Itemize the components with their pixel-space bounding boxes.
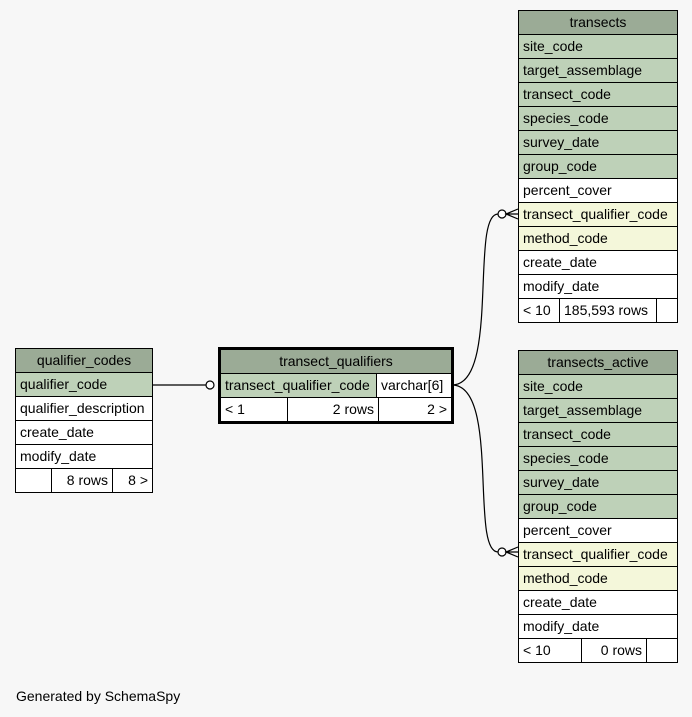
footer-right [657,299,677,322]
footer-right [647,639,677,662]
column-qualifier-description[interactable]: qualifier_description [16,397,152,421]
column-transect-qualifier-code[interactable]: transect_qualifier_code [519,543,677,567]
crowfoot-icon [504,546,519,558]
column-method-code[interactable]: method_code [519,227,677,251]
column-species-code[interactable]: species_code [519,447,677,471]
table-footer: < 1 2 rows 2 > [221,398,451,421]
column-method-code[interactable]: method_code [519,567,677,591]
table-title[interactable]: qualifier_codes [16,349,152,373]
column-create-date[interactable]: create_date [16,421,152,445]
edge-transect-qualifiers-to-transects-active [451,384,499,553]
footer-left: < 1 [221,398,288,421]
column-row[interactable]: transect_qualifier_code varchar[6] [221,374,451,398]
edge-end-circle [205,380,215,390]
column-transect-qualifier-code[interactable]: transect_qualifier_code [519,203,677,227]
column-transect-code[interactable]: transect_code [519,83,677,107]
footer-rows: 0 rows [582,639,647,662]
column-site-code[interactable]: site_code [519,375,677,399]
column-survey-date[interactable]: survey_date [519,131,677,155]
column-target-assemblage[interactable]: target_assemblage [519,59,677,83]
table-title[interactable]: transects_active [519,351,677,375]
column-type: varchar[6] [377,374,451,397]
column-modify-date[interactable]: modify_date [16,445,152,469]
footer-left: < 10 [519,639,582,662]
column-transect-code[interactable]: transect_code [519,423,677,447]
footer-left [16,469,52,492]
table-footer: 8 rows 8 > [16,469,152,492]
footer-right: 8 > [128,472,148,488]
column-survey-date[interactable]: survey_date [519,471,677,495]
column-percent-cover[interactable]: percent_cover [519,519,677,543]
column-modify-date[interactable]: modify_date [519,275,677,299]
table-transect-qualifiers[interactable]: transect_qualifiers transect_qualifier_c… [218,347,454,424]
generated-by-note: Generated by SchemaSpy [16,688,181,704]
footer-rows: 2 rows [288,398,379,421]
column-group-code[interactable]: group_code [519,495,677,519]
footer-rows: 185,593 rows [560,299,657,322]
footer-rows: 8 rows [52,469,113,492]
column-create-date[interactable]: create_date [519,591,677,615]
column-site-code[interactable]: site_code [519,35,677,59]
table-title[interactable]: transects [519,11,677,35]
column-qualifier-code[interactable]: qualifier_code [16,373,152,397]
column-percent-cover[interactable]: percent_cover [519,179,677,203]
column-group-code[interactable]: group_code [519,155,677,179]
column-modify-date[interactable]: modify_date [519,615,677,639]
edge-transect-qualifiers-to-transects [451,213,499,386]
column-target-assemblage[interactable]: target_assemblage [519,399,677,423]
column-name: transect_qualifier_code [221,374,377,397]
column-species-code[interactable]: species_code [519,107,677,131]
footer-right: 2 > [427,401,447,417]
footer-left: < 10 [519,299,560,322]
table-title[interactable]: transect_qualifiers [221,350,451,374]
table-footer: < 10 185,593 rows [519,299,677,322]
column-create-date[interactable]: create_date [519,251,677,275]
crowfoot-icon [504,208,519,220]
table-footer: < 10 0 rows [519,639,677,662]
